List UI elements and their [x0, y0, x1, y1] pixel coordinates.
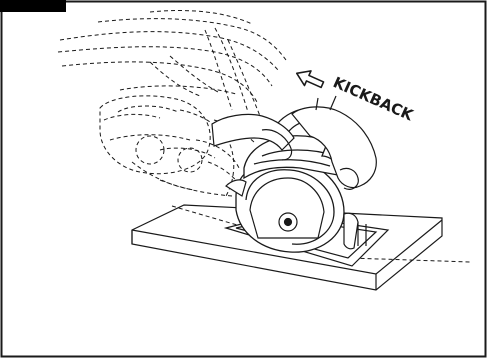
guard-lever	[225, 179, 359, 250]
corner-tab	[0, 0, 66, 12]
saw-blade	[249, 177, 325, 239]
kickback-arrow-icon	[295, 70, 325, 89]
operator-hand-front	[211, 113, 295, 161]
motion-trail-lines	[57, 10, 287, 117]
operator-hand-rear	[291, 95, 377, 190]
